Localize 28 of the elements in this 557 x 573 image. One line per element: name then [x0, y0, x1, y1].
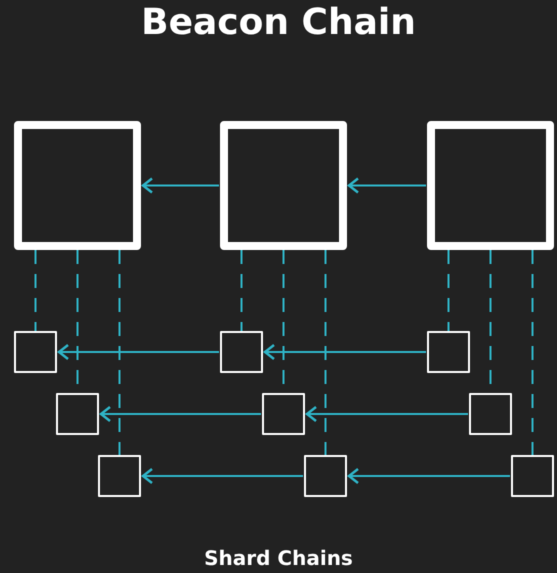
shard-block-box: [427, 331, 470, 373]
shard-block-box: [56, 393, 99, 435]
block-box: [427, 121, 554, 250]
shard-block-box: [14, 331, 57, 373]
dashed-line: [240, 250, 242, 331]
arrow: [142, 177, 219, 194]
title: Beacon Chain: [140, 2, 417, 43]
arrow: [142, 468, 303, 484]
arrow: [306, 406, 468, 422]
block-box: [14, 121, 141, 250]
dashed-line: [324, 250, 326, 455]
block-box: [220, 121, 347, 250]
caption: Shard Chains: [203, 546, 354, 570]
shard-block-box: [220, 331, 263, 373]
shard-block-box: [98, 455, 141, 497]
shard-block-box: [511, 455, 554, 497]
dashed-line: [118, 250, 120, 455]
arrow: [348, 468, 510, 484]
dashed-line: [34, 250, 36, 331]
arrow: [348, 177, 426, 194]
shard-block-box: [469, 393, 512, 435]
shard-block-box: [304, 455, 347, 497]
arrow: [58, 344, 219, 360]
dashed-line: [532, 250, 534, 455]
arrow: [100, 406, 261, 422]
arrow: [264, 344, 426, 360]
dashed-line: [448, 250, 450, 331]
shard-block-box: [262, 393, 305, 435]
